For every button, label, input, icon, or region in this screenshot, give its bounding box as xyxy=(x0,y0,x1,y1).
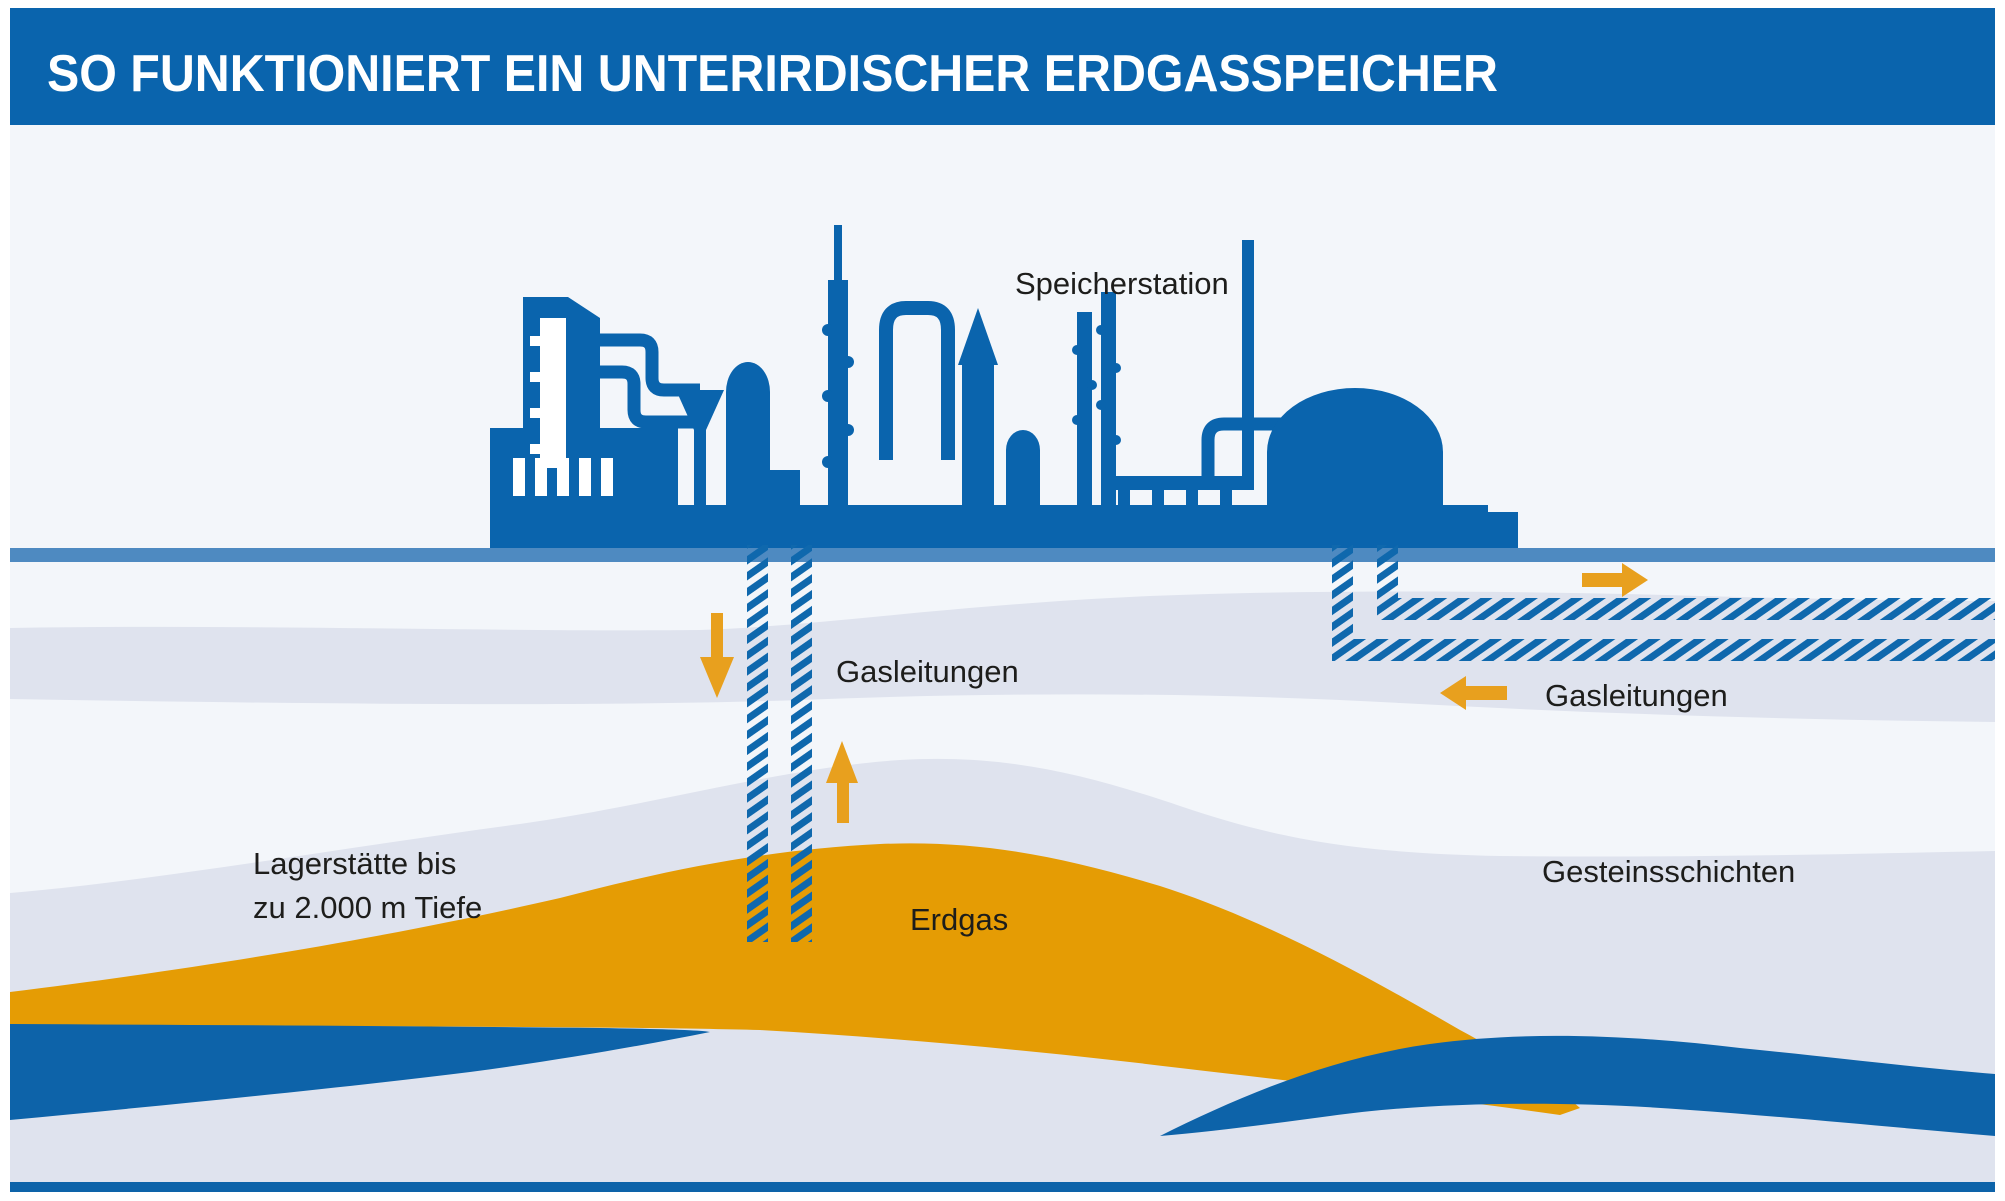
label-gasleitungen-right: Gasleitungen xyxy=(1545,678,1728,713)
refinery-silhouette-icon xyxy=(490,225,1518,548)
page-title: SO FUNKTIONIERT EIN UNTERIRDISCHER ERDGA… xyxy=(47,45,1498,103)
label-erdgas: Erdgas xyxy=(910,902,1009,937)
label-lagerstaette: Lagerstätte bis zu 2.000 m Tiefe xyxy=(253,842,482,930)
down-arrow-icon xyxy=(700,613,734,698)
right-arrow-icon xyxy=(1582,563,1648,597)
label-speicherstation: Speicherstation xyxy=(1015,266,1229,301)
transport-pipeline-upper xyxy=(1377,545,1995,620)
up-arrow-icon xyxy=(826,741,858,823)
injection-well-pipe xyxy=(747,545,768,942)
title-bar: SO FUNKTIONIERT EIN UNTERIRDISCHER ERDGA… xyxy=(10,8,1995,125)
bottom-layer-bar xyxy=(10,1182,1995,1192)
label-lagerstaette-line1: Lagerstätte bis xyxy=(253,846,457,881)
withdrawal-well-pipe xyxy=(791,545,812,942)
deep-water-layer-right xyxy=(1160,1035,1995,1136)
hatched-pipe-icon xyxy=(747,545,1995,942)
gas-reservoir-dome xyxy=(10,843,1580,1115)
left-arrow-icon xyxy=(1440,676,1507,710)
deep-water-layer-left xyxy=(10,1024,710,1120)
label-lagerstaette-line2: zu 2.000 m Tiefe xyxy=(253,890,483,925)
label-gesteinsschichten: Gesteinsschichten xyxy=(1542,854,1796,889)
surface-ground-band xyxy=(10,548,1995,562)
label-gasleitungen-left: Gasleitungen xyxy=(836,654,1019,689)
transport-pipeline-lower xyxy=(1332,545,1995,661)
